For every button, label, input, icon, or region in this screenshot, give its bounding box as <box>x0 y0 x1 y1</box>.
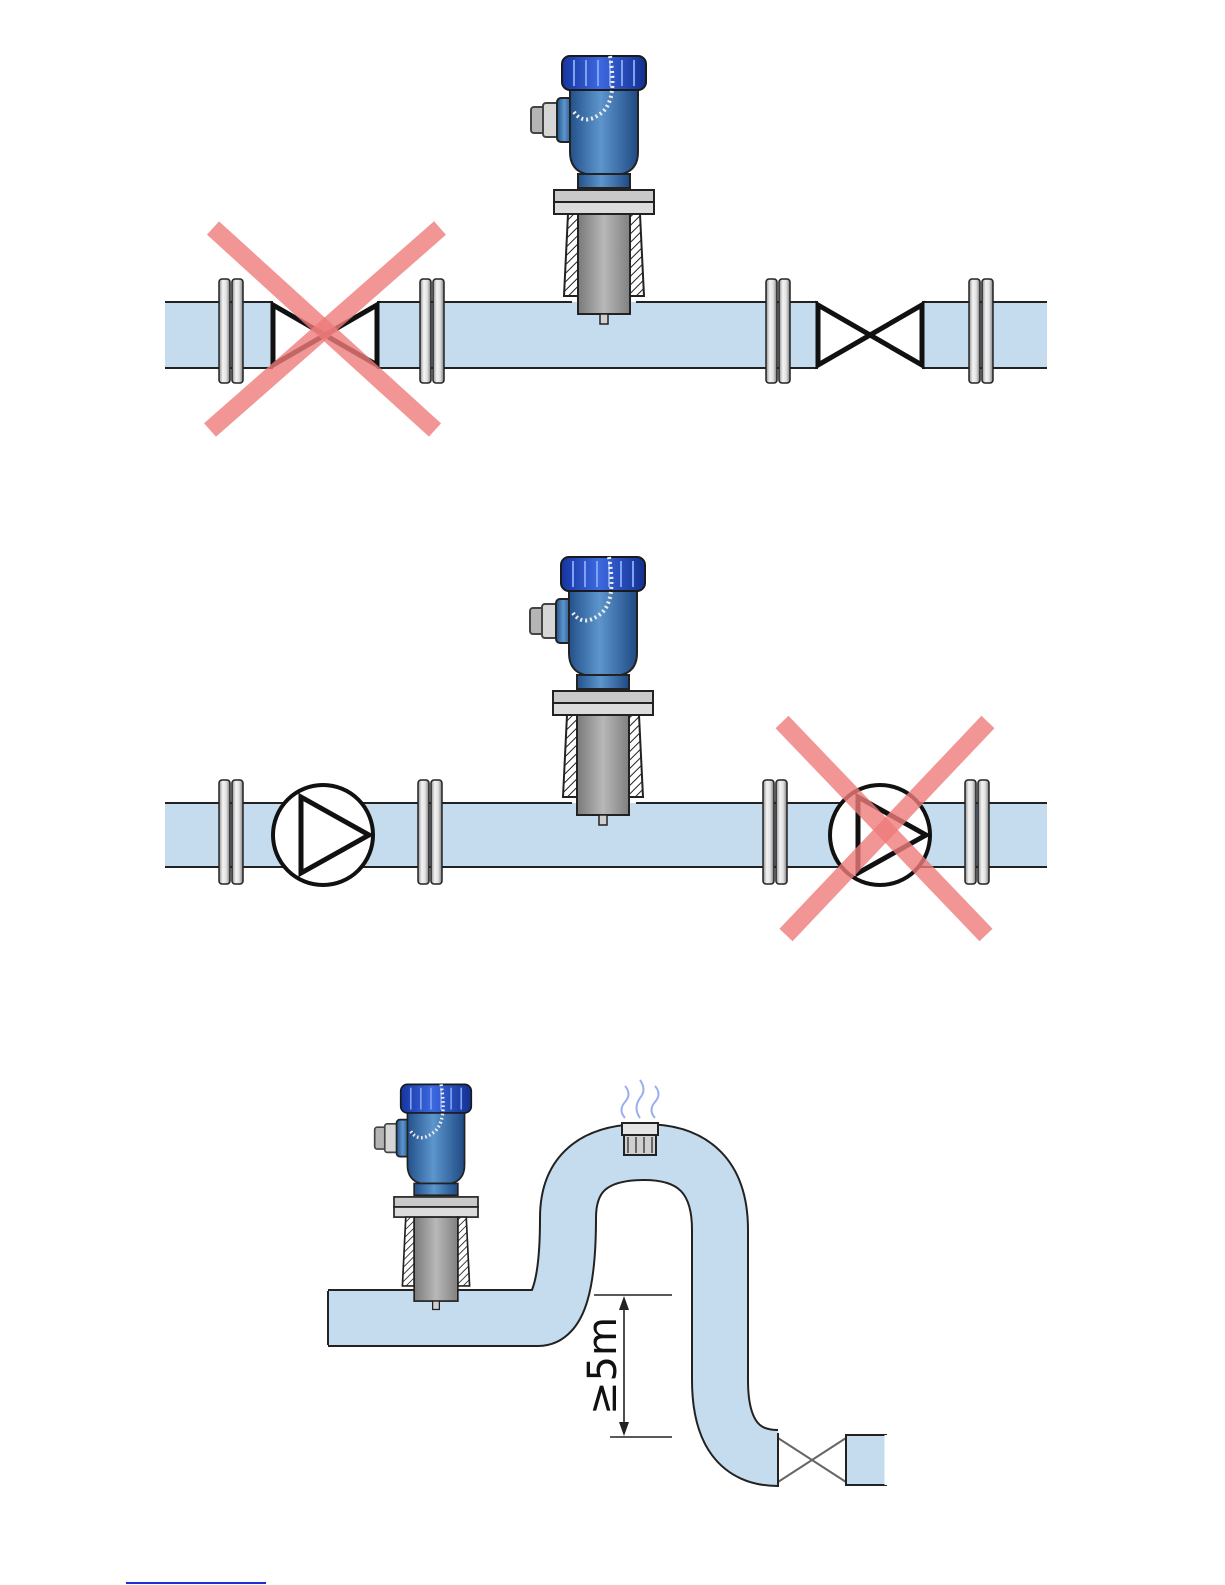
level-transmitter <box>531 56 654 324</box>
diagram-valve-installation <box>165 56 1047 430</box>
vent-icon <box>622 1123 658 1155</box>
diagram-pump-installation <box>165 557 1047 935</box>
valve-icon <box>818 300 922 370</box>
level-transmitter <box>375 1084 478 1309</box>
diagram-vent-loop-installation: ≥5m <box>328 1080 886 1487</box>
pipe-stub <box>846 1435 886 1485</box>
steam-icon <box>622 1080 659 1118</box>
pump-icon <box>273 785 373 885</box>
valve-icon <box>778 1436 846 1484</box>
level-transmitter <box>530 557 653 825</box>
dimension-label: ≥5m <box>580 1317 626 1415</box>
